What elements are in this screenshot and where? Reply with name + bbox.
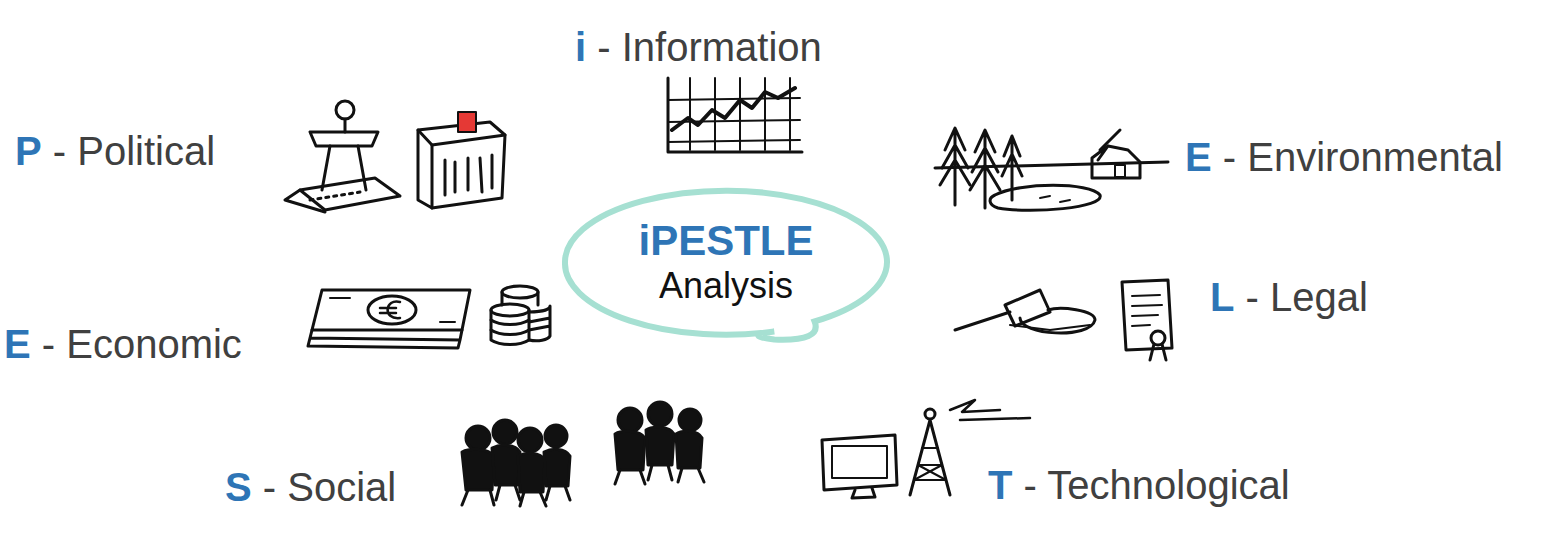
crowd-sketch — [462, 402, 702, 492]
crowd-legs — [462, 465, 704, 506]
monitor-sketch — [822, 435, 897, 498]
podium-sketch — [285, 101, 400, 212]
node-subtitle: Analysis — [561, 265, 891, 307]
info-label: i - Information — [575, 24, 822, 70]
economic-label: E - Economic — [4, 321, 242, 367]
node-heading: iPESTLE — [561, 217, 891, 265]
ellipse-stroke — [565, 190, 887, 339]
landscape-sketch — [935, 128, 1168, 210]
line-chart-sketch — [668, 78, 802, 152]
political-label: P - Political — [15, 128, 215, 174]
ballot-box-sketch — [418, 112, 505, 208]
gavel-sketch — [955, 290, 1095, 333]
ellipse-node: iPESTLEAnalysis — [561, 187, 891, 338]
certificate-sketch — [1122, 280, 1172, 360]
legal-label: L - Legal — [1210, 274, 1368, 320]
social-label: S - Social — [225, 464, 396, 510]
technological-label: T - Technological — [988, 462, 1290, 508]
coins-sketch — [491, 286, 550, 345]
environmental-label: E - Environmental — [1185, 134, 1503, 180]
banknotes-sketch — [308, 290, 470, 348]
